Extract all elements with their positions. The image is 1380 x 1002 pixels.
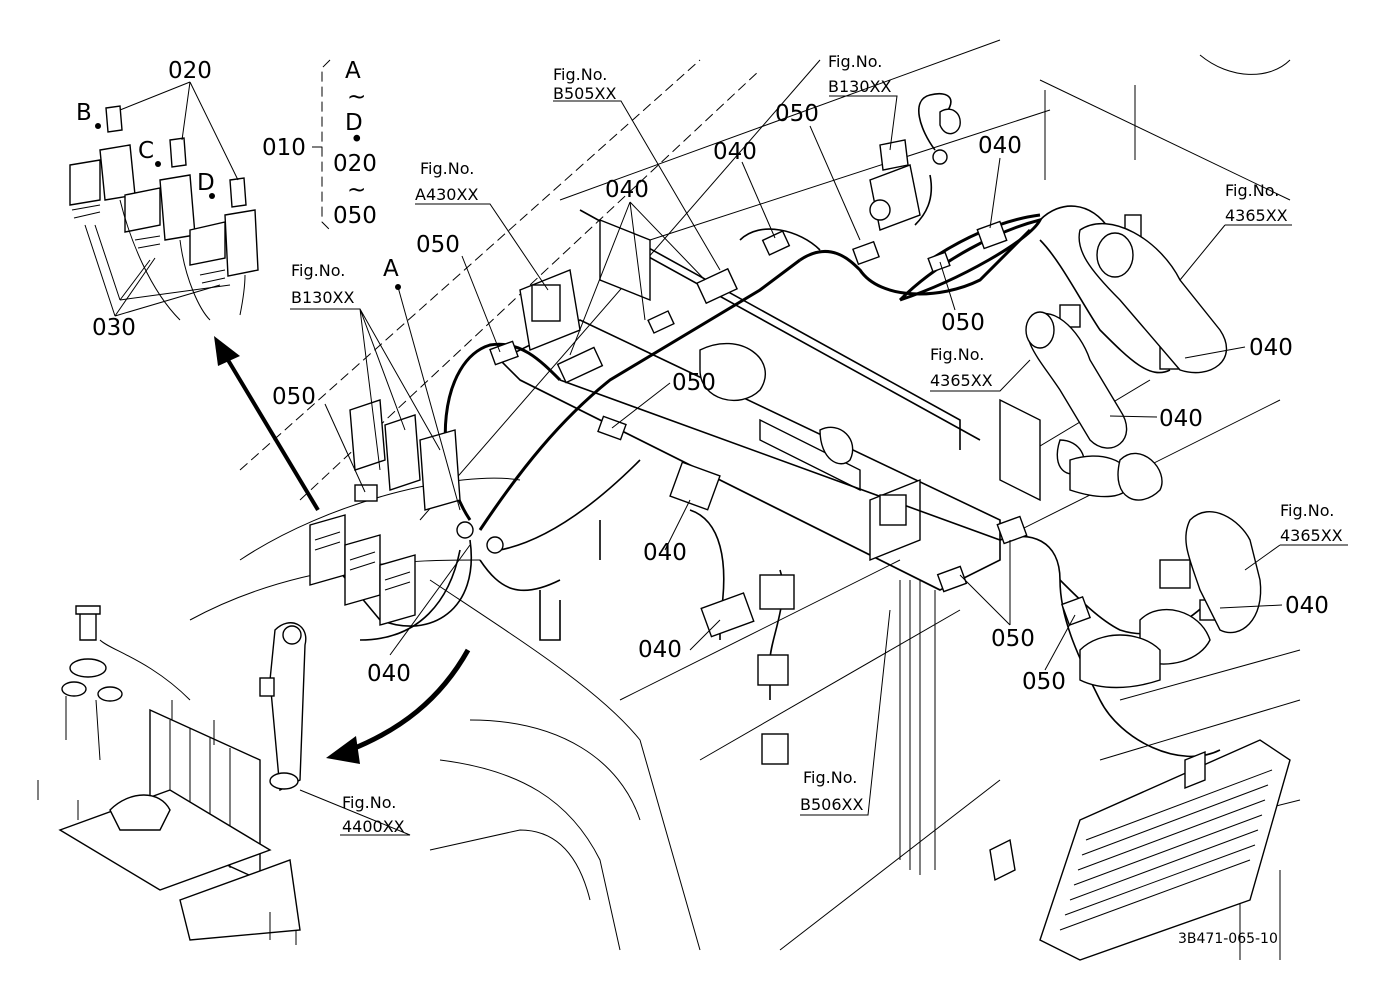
fig-a430-code: A430XX xyxy=(415,185,478,204)
leader-lines xyxy=(84,81,1348,836)
callout-020-top: 020 xyxy=(168,58,212,84)
fig-4365-right-label: Fig.No. xyxy=(1280,501,1334,520)
callout-040-top: 040 xyxy=(713,139,757,165)
fig-b130-top-label: Fig.No. xyxy=(828,52,882,71)
callout-030: 030 xyxy=(92,315,136,341)
view-letter-a: A xyxy=(383,256,399,282)
view-arrows xyxy=(214,336,471,764)
fig-b130-left-code: B130XX xyxy=(291,288,354,307)
callout-040-top-group: 040 xyxy=(605,177,649,203)
bracket-detail xyxy=(37,605,307,945)
callout-040-lower-center: 040 xyxy=(638,637,682,663)
fig-4365-mid-code: 4365XX xyxy=(930,371,993,390)
callout-010: 010 xyxy=(262,135,306,161)
fig-4365-top-code: 4365XX xyxy=(1225,206,1288,225)
callout-040-lower-right: 040 xyxy=(1285,593,1329,619)
callout-050-center: 050 xyxy=(672,370,716,396)
fuse-letter-d: D xyxy=(197,170,215,196)
range-d: D xyxy=(345,110,363,136)
callout-040-center: 040 xyxy=(643,540,687,566)
fig-b130-left-label: Fig.No. xyxy=(291,261,345,280)
sensor-detail xyxy=(869,108,961,231)
range-020: 020 xyxy=(333,151,377,177)
range-dot: • xyxy=(350,127,364,153)
fig-b505-code: B505XX xyxy=(553,84,616,103)
range-050: 050 xyxy=(333,203,377,229)
callout-050-bottom: 050 xyxy=(1022,669,1066,695)
fig-4400-code: 4400XX xyxy=(342,817,405,836)
fuse-letter-b: B xyxy=(76,100,92,126)
background-structure xyxy=(189,39,1301,960)
callout-040-bottom-left: 040 xyxy=(367,661,411,687)
range-bracket xyxy=(321,59,331,231)
fuse-letter-c: C xyxy=(138,138,154,164)
clamps xyxy=(354,220,1225,638)
main-frame xyxy=(498,209,1131,641)
callout-040-top-right: 040 xyxy=(978,133,1022,159)
fig-b506-label: Fig.No. xyxy=(803,768,857,787)
fig-b506-code: B506XX xyxy=(800,795,863,814)
callout-050-mid: 050 xyxy=(941,310,985,336)
ducts xyxy=(1025,223,1262,689)
fig-b505-label: Fig.No. xyxy=(553,65,607,84)
radiator-grille xyxy=(989,739,1291,961)
fig-4365-mid-label: Fig.No. xyxy=(930,345,984,364)
callout-050-a430: 050 xyxy=(416,232,460,258)
callout-050-top: 050 xyxy=(775,101,819,127)
fig-4400-label: Fig.No. xyxy=(342,793,396,812)
range-a: A xyxy=(345,58,361,84)
callout-050-lower: 050 xyxy=(991,626,1035,652)
callout-050-left: 050 xyxy=(272,384,316,410)
fig-4365-top-label: Fig.No. xyxy=(1225,181,1279,200)
range-tilde-1: ~ xyxy=(347,84,366,110)
callout-040-right: 040 xyxy=(1249,335,1293,361)
left-connector-blocks xyxy=(309,399,504,626)
fig-b130-top-code: B130XX xyxy=(828,77,891,96)
drawing-id: 3B471-065-10 xyxy=(1178,931,1278,947)
connectors xyxy=(531,214,1191,765)
fig-a430-label: Fig.No. xyxy=(420,159,474,178)
range-tilde-2: ~ xyxy=(347,177,366,203)
callout-040-mid-right: 040 xyxy=(1159,406,1203,432)
fuse-detail xyxy=(69,105,259,321)
fig-4365-right-code: 4365XX xyxy=(1280,526,1343,545)
labels: 020 B C D 030 010 A ~ D • 020 ~ 050 A Fi… xyxy=(76,52,1343,947)
